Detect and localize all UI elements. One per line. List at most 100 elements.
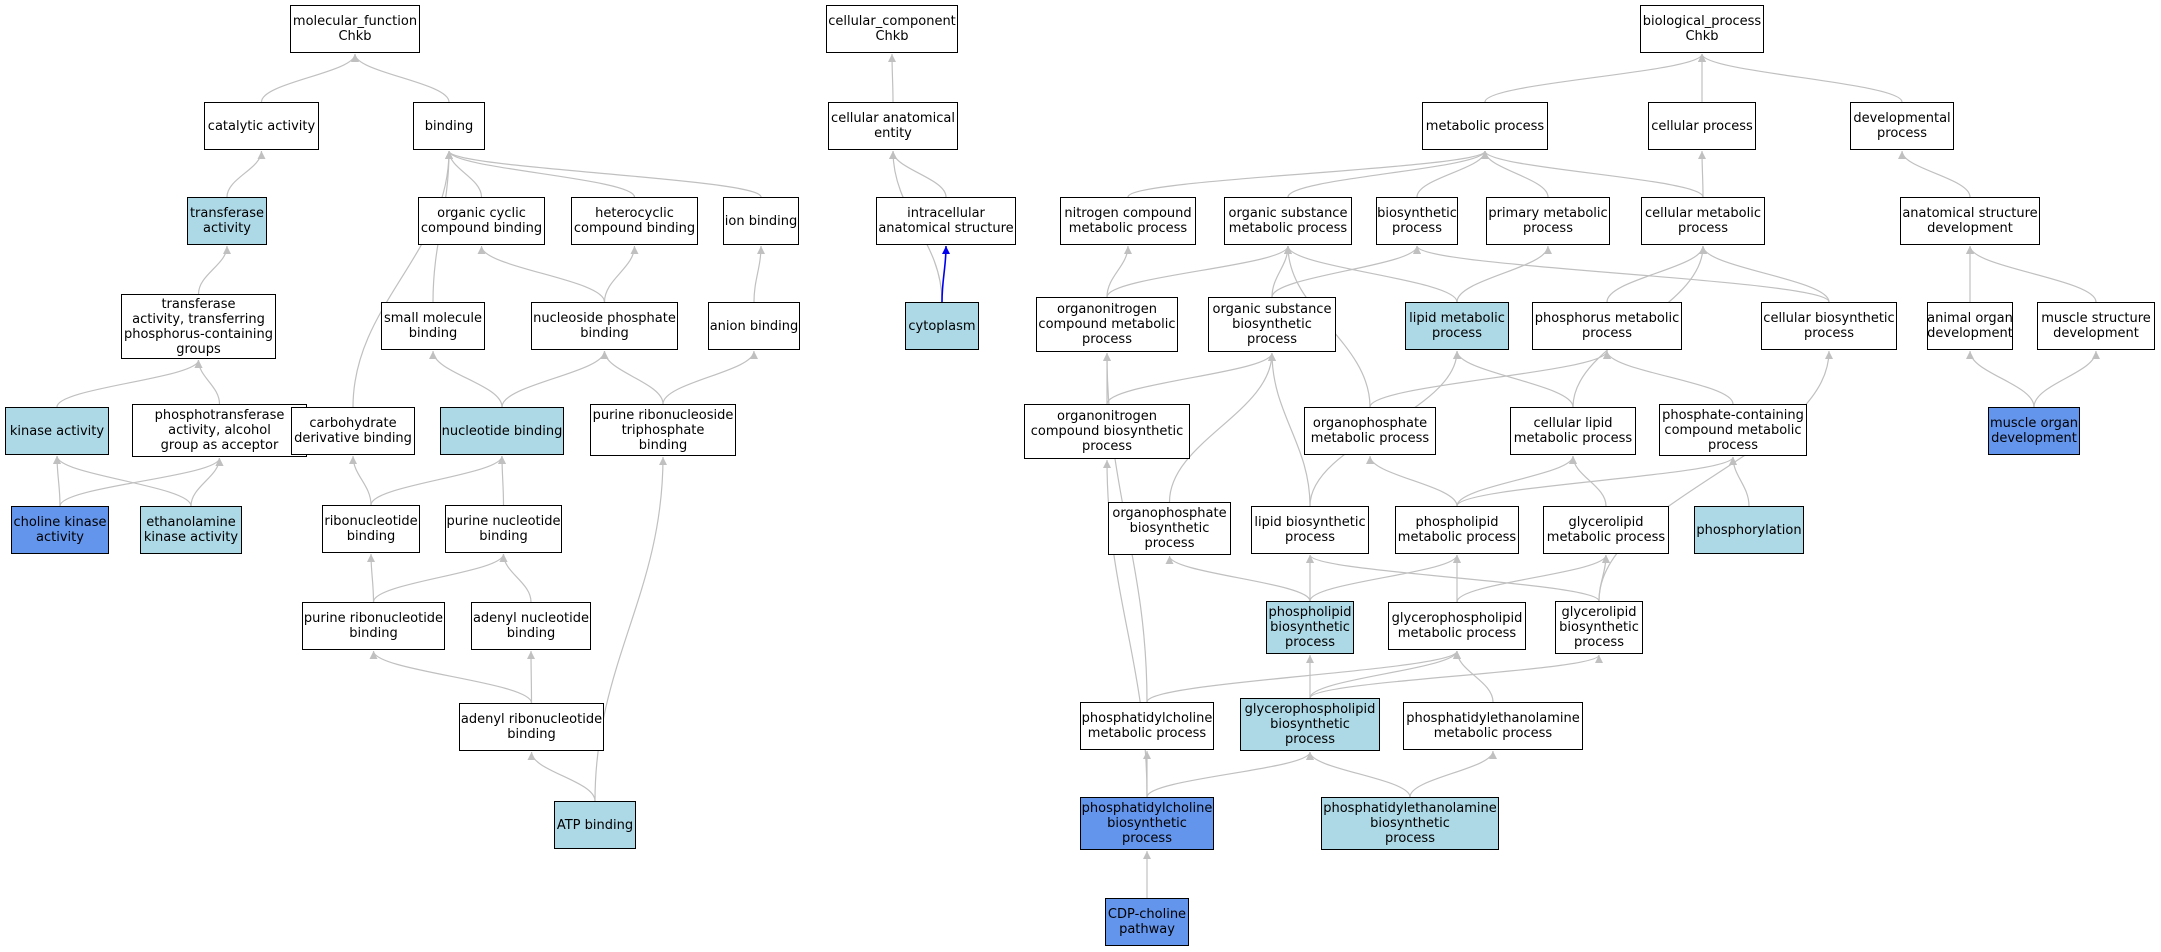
go-term-label-line: metabolic process <box>1228 221 1348 236</box>
go-term-label-line: catalytic activity <box>207 118 316 134</box>
is-a-edge-ribonucleotide-to-nucleotide-binding <box>370 455 506 506</box>
go-term-label-line: transferase <box>161 296 236 312</box>
go-term-label-line: binding <box>408 326 458 341</box>
go-term-label-line: muscle organ <box>1989 416 2079 431</box>
go-term-node-binding[interactable]: binding <box>413 102 485 150</box>
go-term-label-line: biosynthetic <box>1270 717 1350 732</box>
go-term-node-nucleotide-binding[interactable]: nucleotide binding <box>440 407 564 455</box>
go-term-node-phosphorylation[interactable]: phosphorylation <box>1694 506 1804 554</box>
go-term-label-line: phosphorus metabolic <box>1534 311 1680 326</box>
go-term-node-metabolic[interactable]: metabolic process <box>1422 102 1548 150</box>
is-a-edge-lipid-met-to-organic-substance-met <box>1284 245 1458 303</box>
is-a-edge-phosphatidylethanolamine-bio-to-phosphatidylethanolamine-met <box>1409 750 1497 798</box>
go-term-node-anion-binding[interactable]: anion binding <box>708 302 800 350</box>
is-a-edge-organic-substance-bio-to-biosynthetic <box>1271 245 1421 298</box>
is-a-edge-organophosphate-bio-to-organic-substance-bio <box>1168 352 1276 503</box>
is-a-edge-cellular-met-to-cellular-process <box>1698 150 1707 198</box>
is-a-edge-nucleotide-binding-to-small-molecule <box>429 350 503 408</box>
go-term-node-ion-binding[interactable]: ion binding <box>723 197 799 245</box>
is-a-edge-ethanolamine-kinase-to-phosphotransferase <box>190 457 224 507</box>
go-term-label-line: anatomical structure <box>878 221 1014 236</box>
go-term-label-line: binding <box>424 118 474 134</box>
go-term-label-line: phosphatidylcholine <box>1081 711 1213 726</box>
go-term-label-line: small molecule <box>384 311 482 326</box>
go-term-label-line: primary metabolic <box>1488 206 1608 221</box>
is-a-edge-primary-met-to-metabolic <box>1481 150 1549 198</box>
is-a-edge-nucleoside-phosphate-to-heterocyclic <box>603 245 639 303</box>
is-a-edge-atp-binding-to-purine-ribonucleoside-tp <box>594 456 667 802</box>
go-term-label-line: cellular_component <box>828 14 956 29</box>
go-term-label-line: compound binding <box>573 221 696 236</box>
go-term-node-kinase[interactable]: kinase activity <box>5 407 109 455</box>
is-a-edge-binding-to-mf-root <box>351 53 450 103</box>
go-term-node-atp-binding[interactable]: ATP binding <box>554 801 636 849</box>
go-term-label-line: phosphorus-containing <box>123 326 274 342</box>
go-term-node-cytoplasm[interactable]: cytoplasm <box>905 302 979 350</box>
is-a-edge-glycerolipid-bio-to-lipid-bio <box>1306 554 1600 602</box>
go-term-label-line: biosynthetic <box>1559 620 1639 635</box>
go-term-label-line: process <box>1804 326 1854 341</box>
is-a-edge-ribonucleotide-to-carbohydrate-deriv <box>349 455 372 506</box>
go-term-node-catalytic[interactable]: catalytic activity <box>204 102 319 150</box>
go-term-label-line: binding <box>479 529 528 544</box>
go-term-node-cellular-process[interactable]: cellular process <box>1648 102 1756 150</box>
is-a-edge-adenyl-nucleotide-to-purine-nucleotide <box>499 553 532 603</box>
is-a-edge-developmental-to-bp-root <box>1698 53 1903 103</box>
go-term-label-line: process <box>1523 221 1573 236</box>
is-a-edge-ion-binding-to-binding <box>445 150 762 198</box>
